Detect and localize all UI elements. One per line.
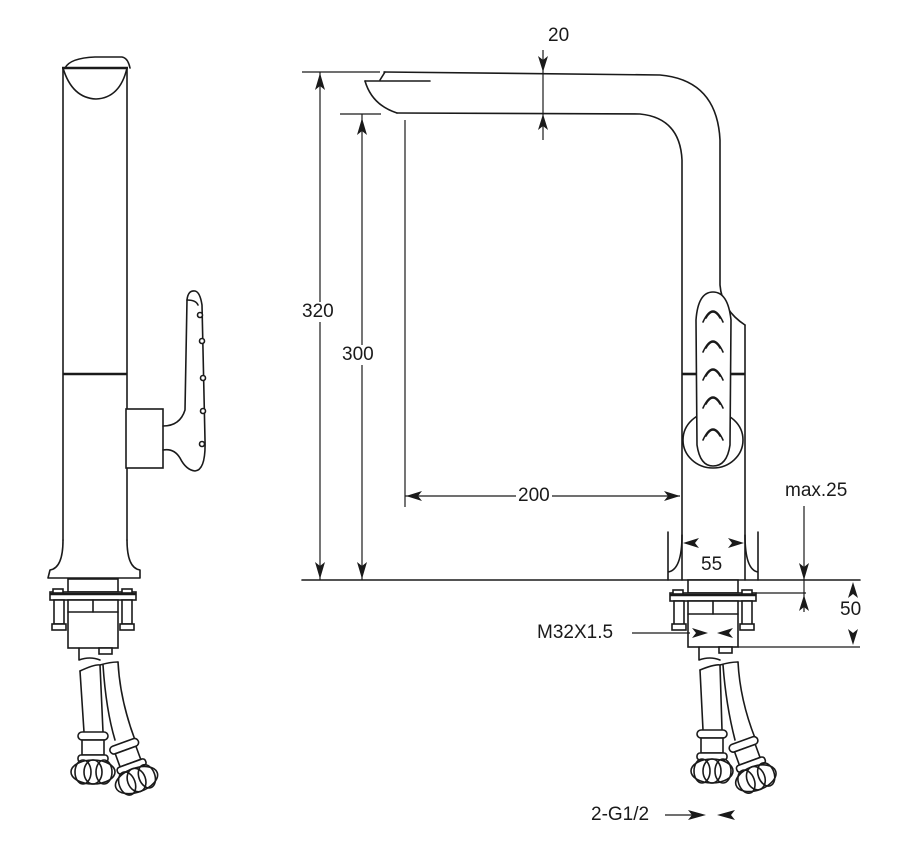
dim-spout-height: 300: [340, 344, 376, 365]
dim-base-diameter: 55: [701, 554, 723, 575]
handle-lever-front: [695, 291, 732, 467]
lever-handle: [162, 290, 206, 472]
dim-shank-length: 50: [838, 599, 864, 620]
aerator-dome: [62, 67, 128, 100]
dim-thread: M32X1.5: [535, 622, 616, 643]
top-cap: [64, 56, 131, 69]
base-flare: [47, 539, 141, 579]
spout-inner: [396, 112, 683, 581]
dimension-lines: [302, 50, 860, 820]
dim-max-deck-thickness: max.25: [783, 480, 850, 501]
handle-block: [125, 408, 164, 469]
front-view: [301, 71, 861, 795]
dim-inlet-connection: 2-G1/2: [589, 804, 652, 825]
dim-total-height: 320: [300, 301, 336, 322]
dim-spout-thickness: 20: [546, 25, 572, 46]
spout-outer: [383, 71, 746, 326]
dim-spout-reach: 200: [516, 485, 552, 506]
side-view: [47, 56, 207, 796]
